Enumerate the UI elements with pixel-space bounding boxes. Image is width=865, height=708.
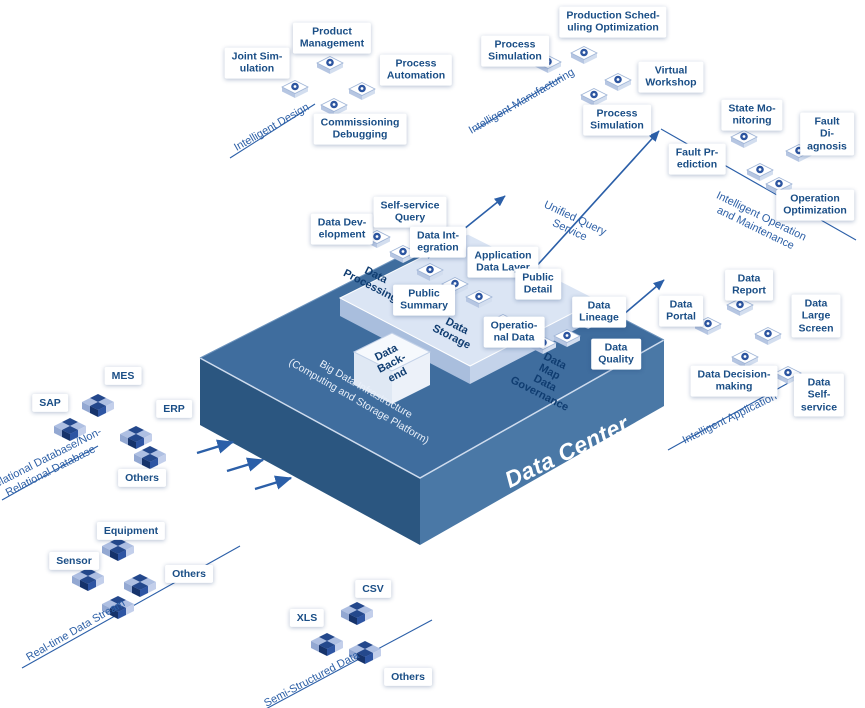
node-mes: MES xyxy=(104,366,142,386)
node-relational-others: Others xyxy=(118,468,166,488)
node-sensor: Sensor xyxy=(49,551,99,571)
node-data-portal: Data Portal xyxy=(659,295,703,327)
node-operation-optimization: Operation Optimization xyxy=(776,189,854,221)
node-data-decision-making: Data Decision- making xyxy=(690,365,778,397)
cube-cluster-icon xyxy=(311,633,343,656)
manufacturing-tile-icon xyxy=(570,46,598,65)
node-self-service-query: Self-service Query xyxy=(373,196,447,228)
manufacturing-tile-icon xyxy=(580,88,608,107)
node-data-development: Data Dev- elopment xyxy=(310,213,374,245)
node-fault-prediction: Fault Pr- ediction xyxy=(668,143,726,175)
application-tile-icon xyxy=(726,298,754,317)
cube-cluster-icon xyxy=(72,568,104,591)
node-product-management: Product Management xyxy=(292,22,372,54)
node-production-scheduling-optimization: Production Sched- uling Optimization xyxy=(559,6,667,38)
node-public-detail: Public Detail xyxy=(515,268,561,300)
node-xls: XLS xyxy=(289,608,325,628)
relational-line xyxy=(1,445,99,501)
node-equipment: Equipment xyxy=(96,521,166,541)
ingest-arrow-2 xyxy=(226,457,265,473)
om-tile-icon xyxy=(746,163,774,182)
design-tile-icon xyxy=(281,80,309,99)
design-tile-icon xyxy=(348,82,376,101)
node-process-simulation-b: Process Simulation xyxy=(583,104,651,136)
design-line xyxy=(229,103,316,159)
cube-cluster-icon xyxy=(124,574,156,597)
node-process-simulation-a: Process Simulation xyxy=(481,35,549,67)
manufacturing-line xyxy=(474,76,563,131)
design-tile-icon xyxy=(316,56,344,75)
cube-cluster-icon xyxy=(341,602,373,625)
node-state-monitoring: State Mo- nitoring xyxy=(721,99,783,131)
node-data-lineage: Data Lineage xyxy=(572,296,626,328)
cube-cluster-icon xyxy=(102,538,134,561)
cube-cluster-icon xyxy=(134,446,166,469)
node-fault-diagnosis: Fault Di- agnosis xyxy=(800,112,854,156)
application-tile-icon xyxy=(754,327,782,346)
data-backend-cube xyxy=(352,332,432,404)
ingest-arrow-3 xyxy=(254,475,293,491)
node-data-large-screen: Data Large Screen xyxy=(791,294,841,338)
node-csv: CSV xyxy=(355,579,391,599)
ingest-arrows xyxy=(196,439,293,491)
node-semi-others: Others xyxy=(384,667,432,687)
node-operational-data: Operatio- nal Data xyxy=(483,316,545,348)
node-data-self-service: Data Self- service xyxy=(793,373,845,417)
cube-cluster-icon xyxy=(82,394,114,417)
node-joint-simulation: Joint Sim- ulation xyxy=(224,47,290,79)
om-tile-icon xyxy=(730,130,758,149)
semi-structured-line xyxy=(266,619,433,708)
node-commissioning-debugging: Commissioning Debugging xyxy=(313,113,407,145)
node-sap: SAP xyxy=(32,393,68,413)
node-erp: ERP xyxy=(156,399,192,419)
ingest-arrow-1 xyxy=(196,439,235,455)
unified-query-arrow xyxy=(532,130,660,271)
manufacturing-tile-icon xyxy=(604,73,632,92)
node-public-summary: Public Summary xyxy=(393,284,455,316)
node-realtime-others: Others xyxy=(165,564,213,584)
node-data-quality: Data Quality xyxy=(591,338,641,370)
node-data-integration: Data Int- egration xyxy=(410,226,466,258)
node-virtual-workshop: Virtual Workshop xyxy=(638,61,704,93)
node-process-automation: Process Automation xyxy=(379,54,453,86)
cube-cluster-icon xyxy=(120,426,152,449)
node-data-report: Data Report xyxy=(725,269,773,301)
